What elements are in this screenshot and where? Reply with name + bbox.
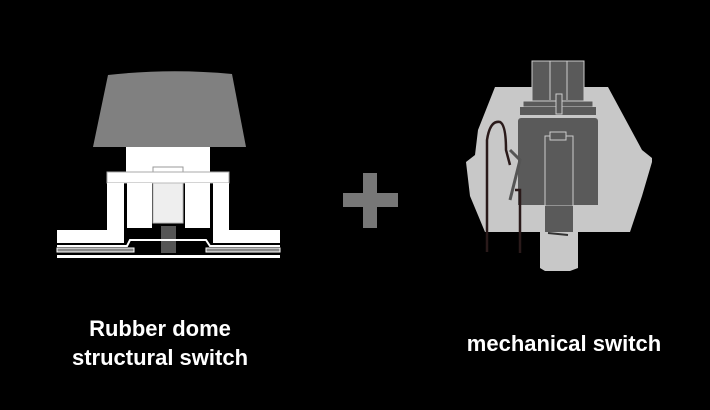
keycap	[93, 71, 246, 147]
rubber-dome-label-line2: structural switch	[71, 345, 249, 370]
plus-icon	[343, 173, 398, 228]
rubber-dome-label: Rubber dome structural switch	[40, 314, 280, 372]
rubber-dome-switch-illustration	[56, 71, 281, 258]
mechanical-switch-label: mechanical switch	[466, 331, 662, 356]
rubber-dome-label-line1: Rubber dome	[89, 316, 231, 341]
mechanical-switch-illustration	[466, 60, 652, 271]
crossbar	[106, 171, 230, 184]
